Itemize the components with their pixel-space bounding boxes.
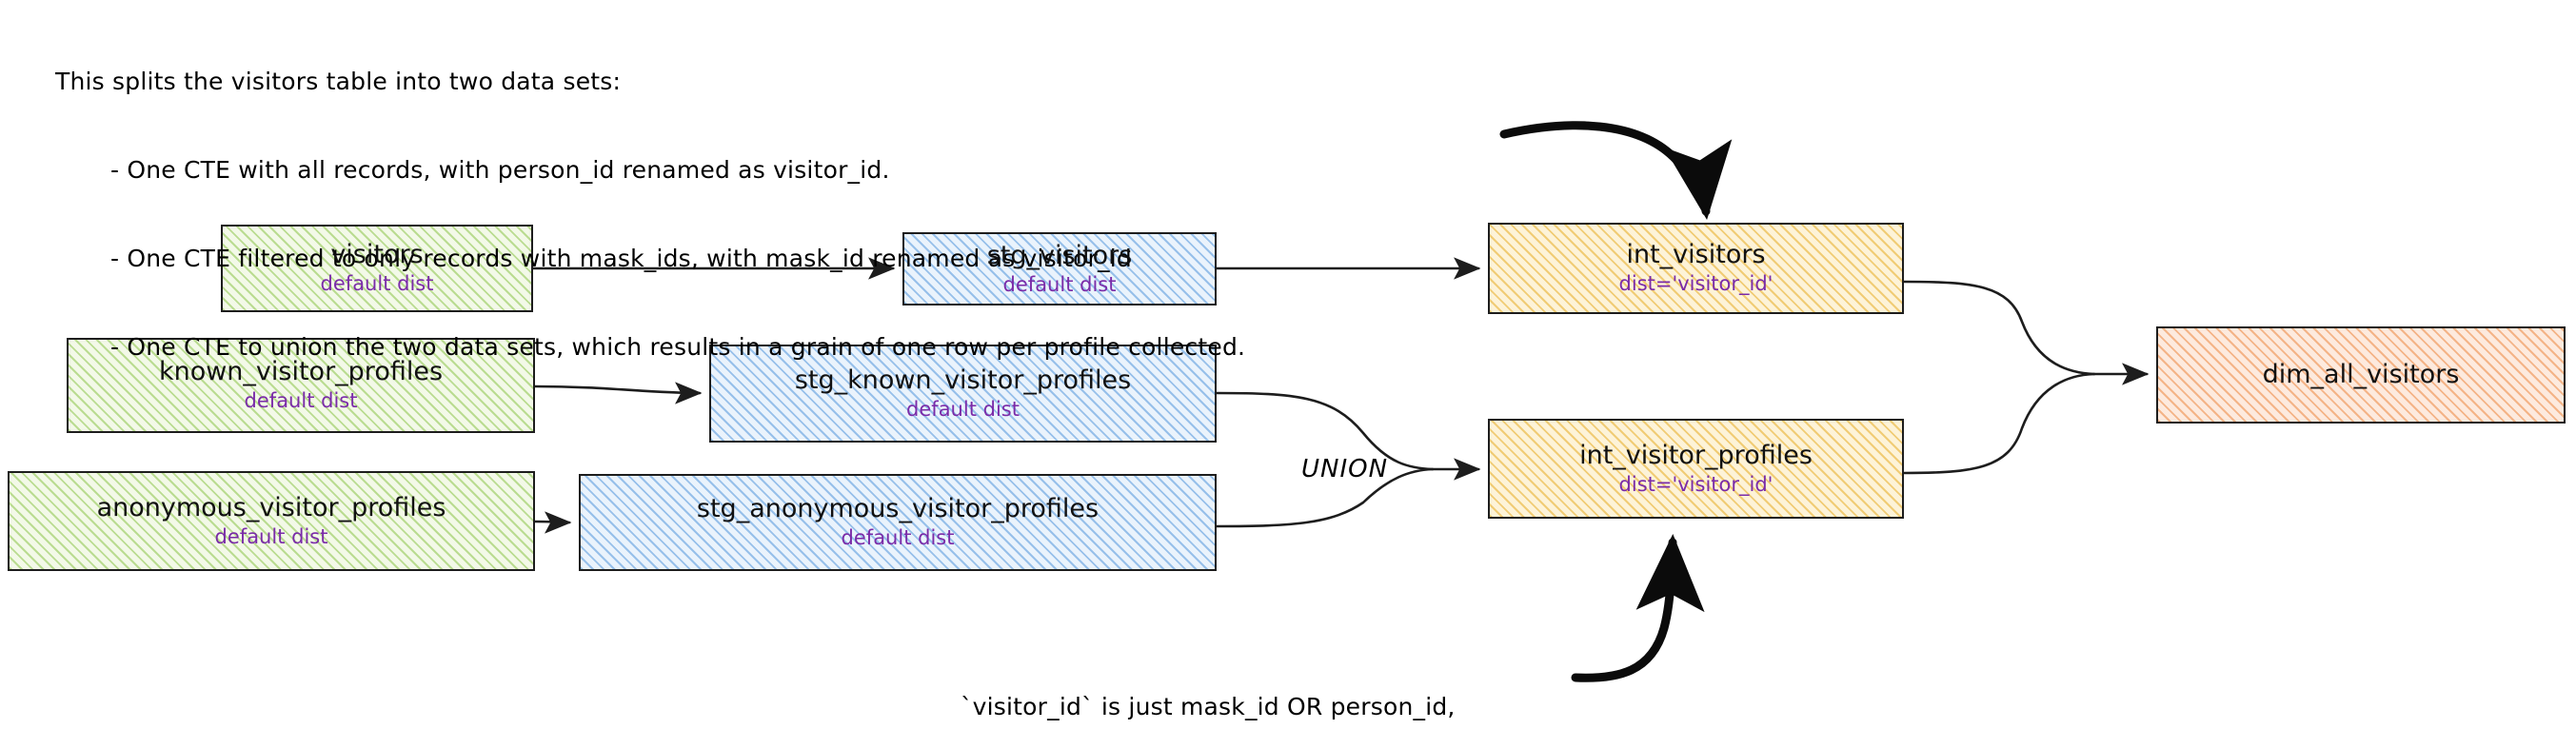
node-subtitle: default dist xyxy=(841,526,955,549)
node-dim-all-visitors[interactable]: dim_all_visitors xyxy=(2156,326,2566,424)
note-bullet-3: - One CTE to union the two data sets, wh… xyxy=(110,333,1246,361)
node-subtitle: default dist xyxy=(1002,272,1117,296)
note-bullet-1: - One CTE with all records, with person_… xyxy=(110,156,890,184)
bottom-note-line-1: `visitor_id` is just mask_id OR person_i… xyxy=(960,693,1456,720)
bottom-annotation-note: `visitor_id` is just mask_id OR person_i… xyxy=(928,623,1488,749)
node-int-visitor-profiles[interactable]: int_visitor_profiles dist='visitor_id' xyxy=(1488,419,1904,519)
edge-int_visitors-to-merge xyxy=(1902,280,2096,376)
node-title: int_visitors xyxy=(1626,240,1766,269)
node-title: int_visitor_profiles xyxy=(1579,440,1813,470)
node-subtitle: default dist xyxy=(906,397,1020,421)
union-edge-label: UNION xyxy=(1301,455,1389,483)
annotation-arrow-top xyxy=(1499,121,1733,220)
annotation-arrow-bottom xyxy=(1571,534,1705,682)
node-stg-anonymous-visitor-profiles[interactable]: stg_anonymous_visitor_profiles default d… xyxy=(579,474,1217,571)
node-subtitle: default dist xyxy=(320,272,434,295)
top-annotation-note: This splits the visitors table into two … xyxy=(55,8,1245,421)
note-bullet-2: - One CTE filtered to only records with … xyxy=(110,245,1132,272)
node-int-visitors[interactable]: int_visitors dist='visitor_id' xyxy=(1488,223,1904,314)
node-subtitle: default dist xyxy=(244,389,358,412)
node-subtitle: dist='visitor_id' xyxy=(1618,272,1773,295)
node-known-visitor-profiles[interactable]: known_visitor_profiles default dist xyxy=(67,338,535,433)
node-subtitle: default dist xyxy=(214,524,328,548)
node-visitors[interactable]: visitors default dist xyxy=(221,225,533,312)
node-title: stg_visitors xyxy=(986,240,1133,270)
node-title: stg_known_visitor_profiles xyxy=(794,365,1132,395)
node-title: visitors xyxy=(330,240,424,269)
node-stg-known-visitor-profiles[interactable]: stg_known_visitor_profiles default dist xyxy=(709,345,1217,443)
node-title: stg_anonymous_visitor_profiles xyxy=(696,494,1100,523)
note-heading: This splits the visitors table into two … xyxy=(55,68,622,95)
node-title: dim_all_visitors xyxy=(2262,360,2460,389)
node-subtitle: dist='visitor_id' xyxy=(1618,472,1773,496)
edge-int_visitor_profiles-to-merge xyxy=(1902,372,2096,475)
node-title: known_visitor_profiles xyxy=(158,357,444,386)
node-anonymous-visitor-profiles[interactable]: anonymous_visitor_profiles default dist xyxy=(8,471,535,571)
node-stg-visitors[interactable]: stg_visitors default dist xyxy=(902,232,1217,306)
node-title: anonymous_visitor_profiles xyxy=(96,492,446,522)
